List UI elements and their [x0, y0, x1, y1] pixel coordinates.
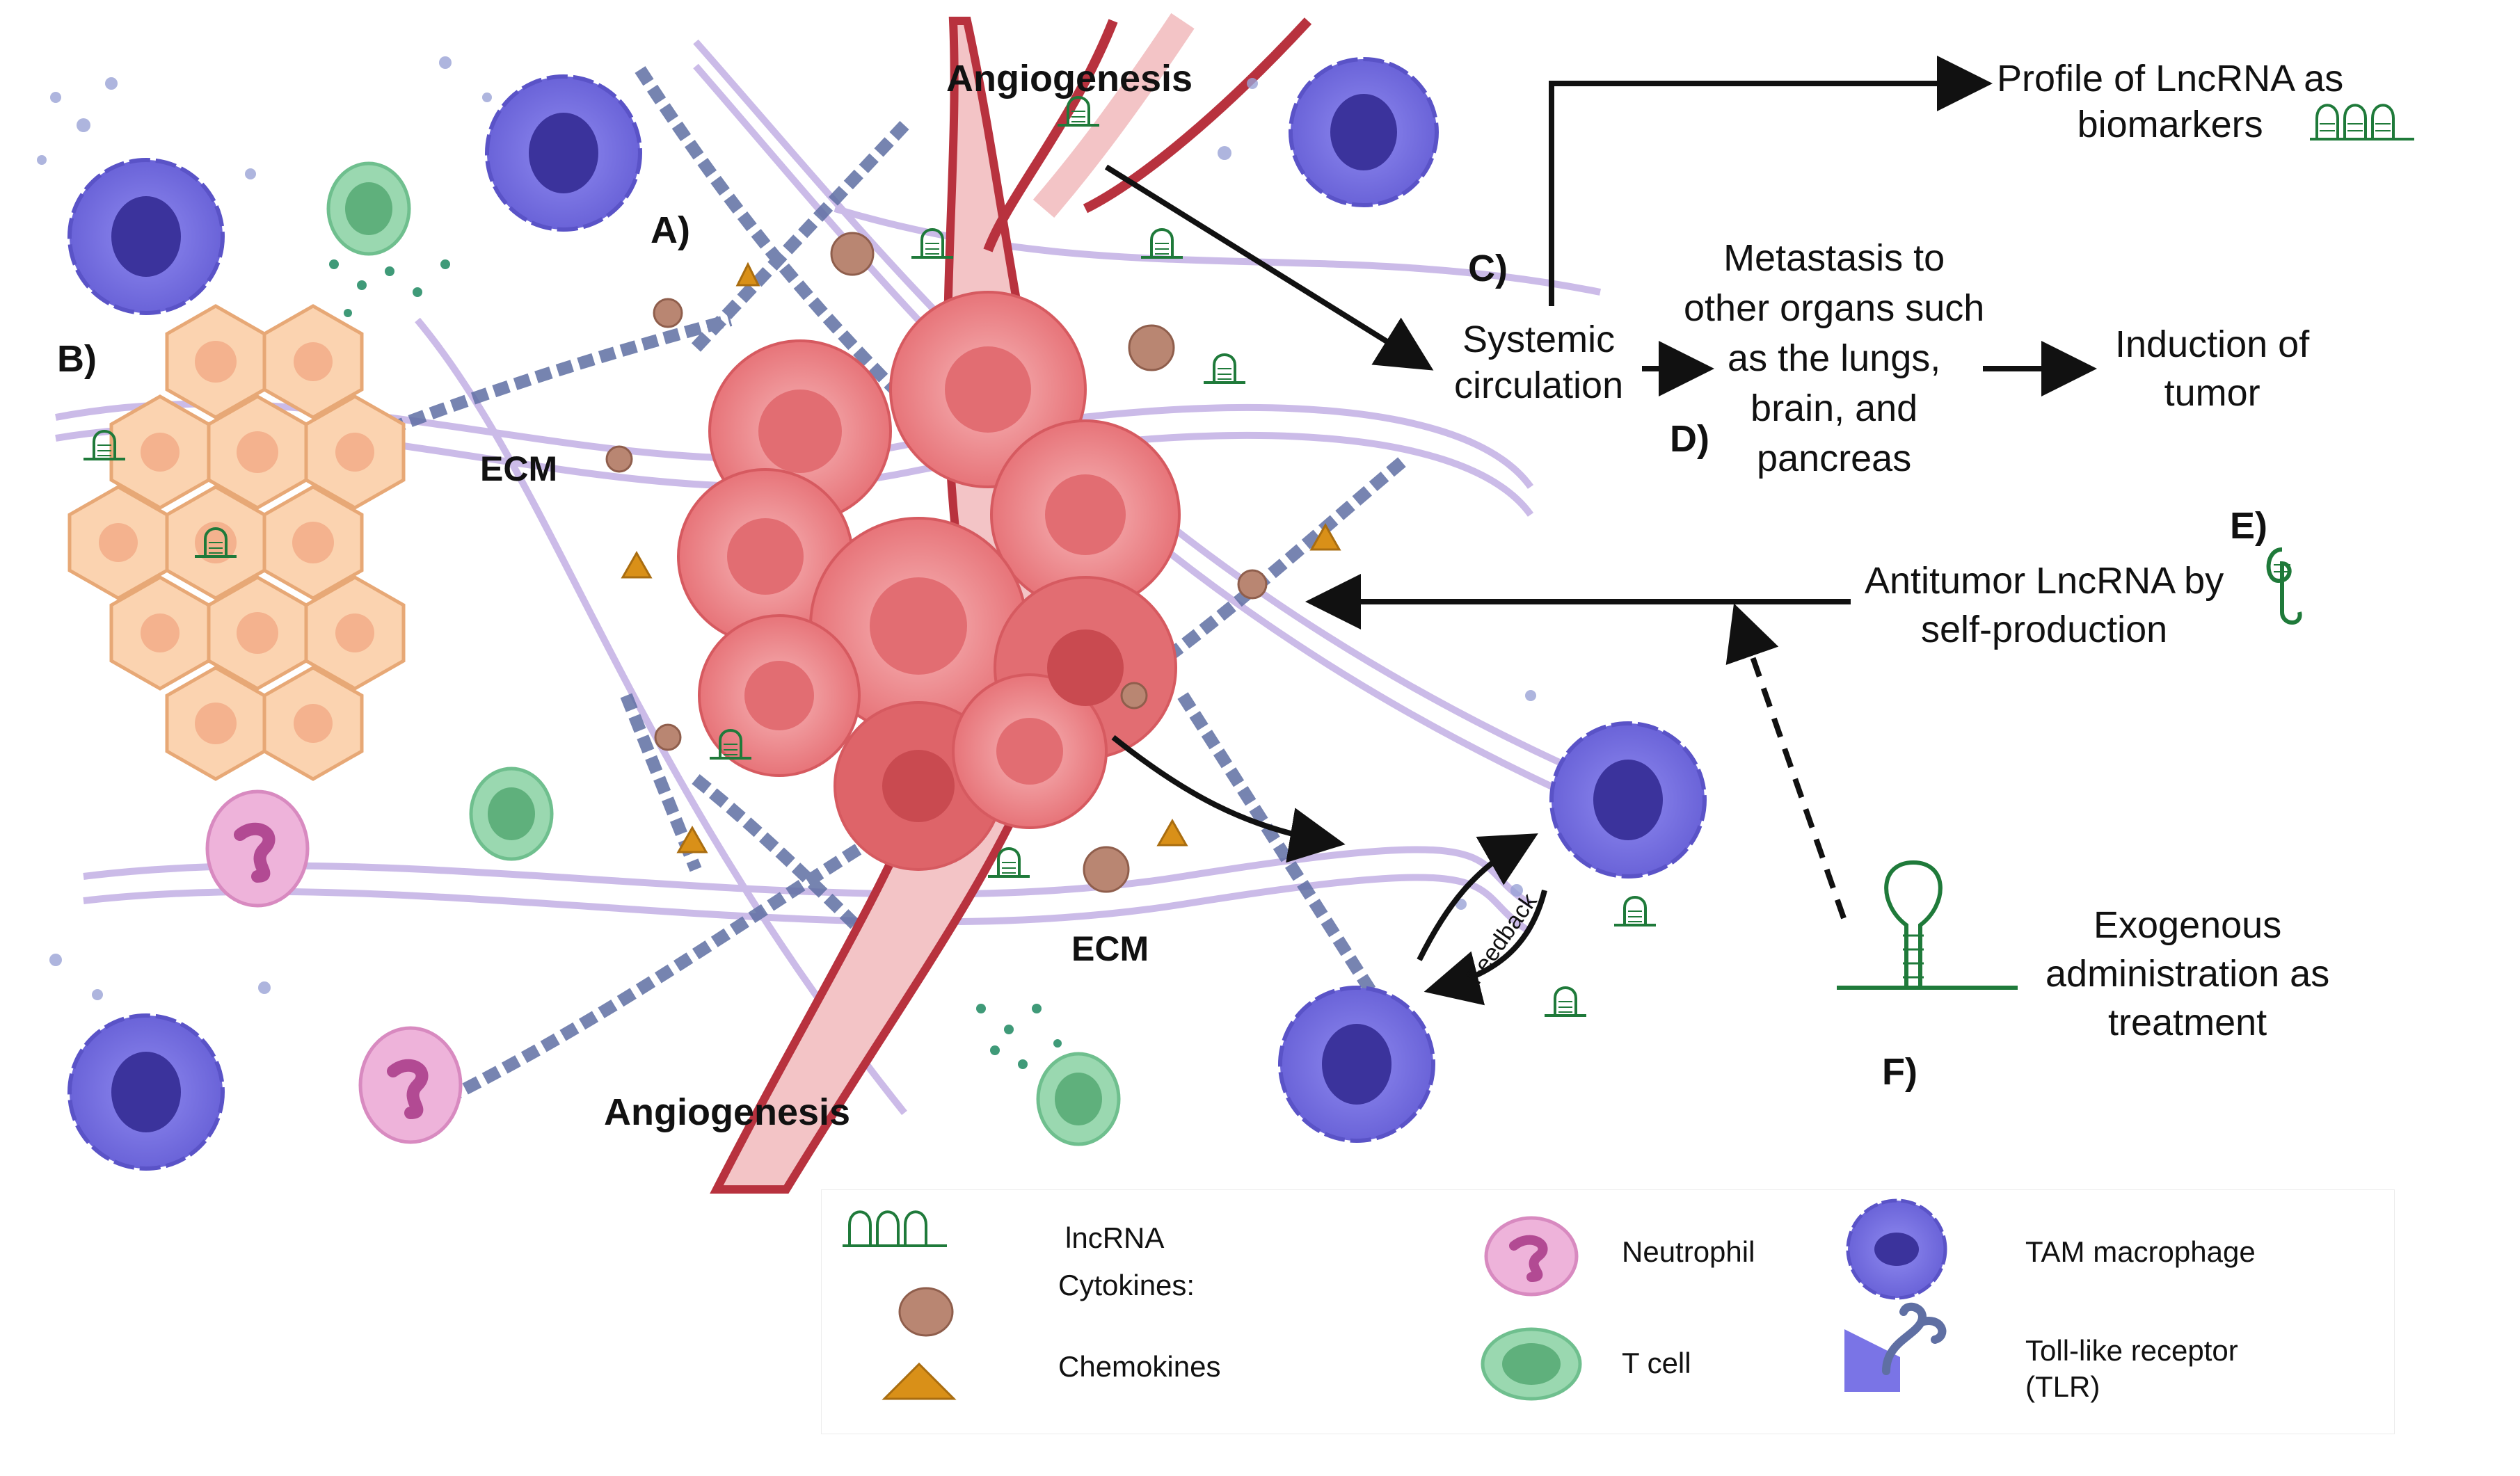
label-f: F) [1882, 1051, 1917, 1093]
label-c: C) [1468, 248, 1508, 289]
systemic-line-1: Systemic [1462, 319, 1616, 360]
metastasis-line-3: as the lungs, [1728, 337, 1941, 379]
metastasis-text: Metastasis to other organs such as the l… [1684, 233, 1984, 483]
induction-line-2: tumor [2164, 372, 2260, 414]
legend-tlr-label: Toll-like receptor (TLR) [2025, 1333, 2238, 1405]
label-b: B) [57, 338, 97, 380]
metastasis-line-5: pancreas [1757, 438, 1912, 479]
exogenous-line-3: treatment [2108, 1002, 2267, 1043]
chemokines [621, 262, 1341, 853]
legend-neutrophil-icon [1484, 1216, 1579, 1297]
tam-macrophages [67, 57, 1707, 1171]
legend-tlr-icon [1844, 1302, 1947, 1392]
label-d: D) [1670, 418, 1709, 460]
neutrophils [205, 789, 463, 1144]
induction-line-1: Induction of [2115, 323, 2310, 365]
legend-lncrna-label: lncRNA [1065, 1221, 1165, 1254]
systemic-line-2: circulation [1454, 364, 1624, 406]
tcell-dots [329, 259, 1062, 1069]
profile-line-1: Profile of LncRNA as [1997, 58, 2344, 99]
legend-chemokine-icon [882, 1362, 957, 1400]
legend-lncrna-icon [843, 1210, 947, 1247]
metastasis-line-2: other organs such [1684, 287, 1985, 329]
metastasis-line-1: Metastasis to [1723, 237, 1945, 279]
label-e: E) [2230, 505, 2267, 547]
exogenous-text: Exogenous administration as treatment [2045, 901, 2329, 1047]
antitumor-text: Antitumor LncRNA by self-production [1865, 556, 2224, 654]
legend-cytokines-label: Cytokines: [1058, 1269, 1195, 1301]
angiogenesis-bottom-label: Angiogenesis [604, 1091, 851, 1133]
legend: lncRNA Cytokines: Chemokines Neutrophil … [821, 1189, 2395, 1434]
t-cells [326, 161, 1121, 1146]
legend-neutrophil-label: Neutrophil [1622, 1235, 1755, 1268]
legend-tcell-label: T cell [1622, 1347, 1691, 1379]
background [28, 17, 2505, 1193]
induction-text: Induction of tumor [2115, 320, 2309, 417]
flow-arrows [1104, 56, 2097, 1006]
epithelial-nuclei [99, 341, 374, 744]
ecm-bottom-label: ECM [1071, 929, 1149, 968]
metastasis-line-4: brain, and [1751, 387, 1918, 429]
antitumor-line-2: self-production [1921, 609, 2168, 650]
legend-chemokines-label: Chemokines [1058, 1350, 1221, 1383]
legend-cytokine-icon [898, 1287, 954, 1337]
profile-line-2: biomarkers [2077, 104, 2263, 145]
legend-tam-label: TAM macrophage [2025, 1235, 2256, 1268]
ecm-left-label: ECM [480, 449, 558, 488]
legend-tcell-icon [1481, 1327, 1582, 1401]
exogenous-line-2: administration as [2045, 953, 2330, 995]
legend-tlr-line-1: Toll-like receptor [2025, 1334, 2238, 1367]
antitumor-line-1: Antitumor LncRNA by [1865, 560, 2224, 602]
exogenous-line-1: Exogenous [2093, 904, 2282, 946]
exogenous-hairpin [1837, 860, 2018, 990]
profile-text: Profile of LncRNA as biomarkers [1997, 56, 2343, 147]
legend-tam-icon [1846, 1198, 1947, 1300]
legend-icons [843, 1198, 1947, 1401]
legend-tlr-line-2: (TLR) [2025, 1370, 2100, 1403]
secretion-dots [37, 56, 1536, 1000]
label-a: A) [651, 209, 690, 251]
systemic-text: Systemic circulation [1454, 316, 1623, 408]
angiogenesis-top-label: Angiogenesis [946, 58, 1193, 99]
cytokines [605, 232, 1268, 893]
